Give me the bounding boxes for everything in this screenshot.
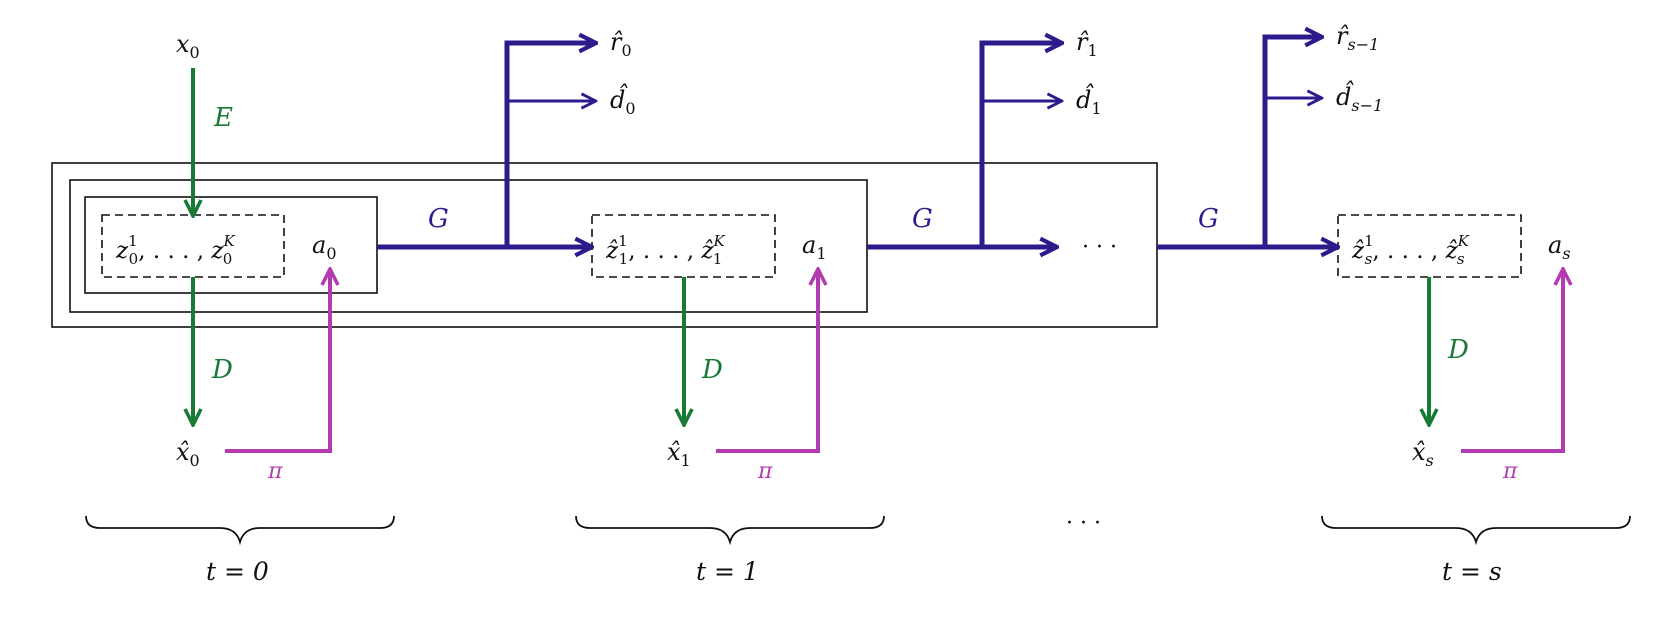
label-decoder-1: D [701,355,723,385]
label-as: as [1548,231,1571,263]
brace-t1 [575,515,885,546]
label-xhat0: x̂0 [176,438,200,470]
reward-branch-s [1262,37,1320,247]
label-transition-1: G [912,204,933,234]
label-rhats: r̂s−1 [1336,22,1379,54]
label-policy-0: π [267,459,283,484]
policy-arrow-1 [716,271,818,453]
label-encoder: E [213,103,233,133]
label-xhat1: x̂1 [667,438,691,470]
policy-arrow-0 [225,271,330,453]
label-rhat0: r̂0 [610,28,632,60]
label-a0: a0 [312,231,337,263]
label-rhat1: r̂1 [1076,28,1098,60]
label-policy-s: π [1502,459,1518,484]
label-a1: a1 [802,231,827,263]
reward-branch-1 [979,43,1060,247]
brace-t0 [85,515,395,546]
timestep-t1: t = 1 [696,557,759,586]
brace-ts [1321,515,1631,546]
label-decoder-s: D [1447,335,1469,365]
label-xhats: x̂s [1412,438,1434,470]
timestep-t0: t = 0 [206,557,269,586]
label-transition-0: G [428,204,449,234]
label-x0: x0 [176,30,200,62]
ellipsis-bottom: · · · [1066,511,1101,536]
label-dhat0: d̂0 [610,83,636,118]
label-dhats: d̂s−1 [1336,80,1383,115]
timestep-ts: t = s [1442,557,1502,586]
label-policy-1: π [757,459,773,484]
label-dhat1: d̂1 [1076,83,1102,118]
ellipsis-middle: · · · [1082,235,1117,260]
label-decoder-0: D [211,355,233,385]
reward-branch-0 [504,43,594,247]
policy-arrow-s [1461,271,1563,453]
label-transition-s: G [1198,204,1219,234]
